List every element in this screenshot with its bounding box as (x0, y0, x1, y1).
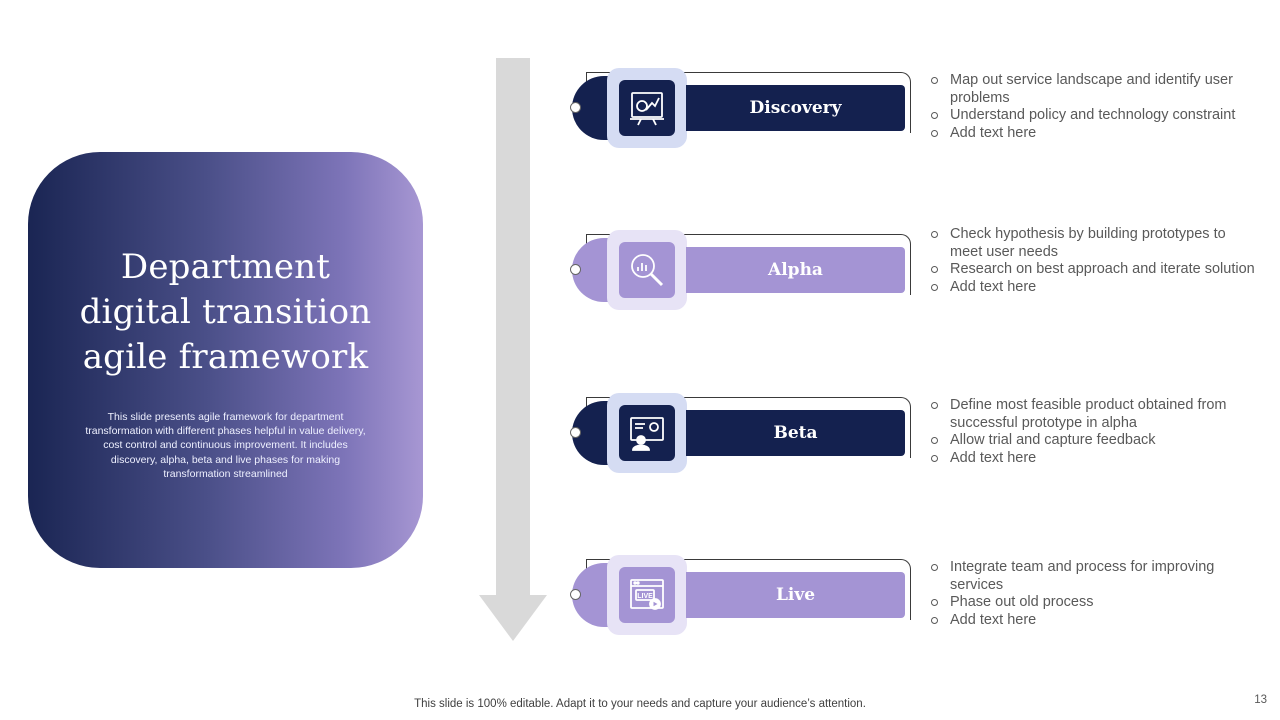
live-browser-icon: LIVE (630, 579, 664, 610)
phase-live-bullets: Integrate team and process for improving… (930, 559, 1260, 629)
slide-description: This slide presents agile framework for … (85, 411, 366, 480)
phase-icon-tile (607, 230, 687, 310)
phase-icon-tile (607, 68, 687, 148)
phase-frame (586, 234, 911, 295)
phase-label: Discovery (686, 85, 905, 131)
timeline-arrow-head (479, 595, 547, 641)
phase-beta-bullets: Define most feasible product obtained fr… (930, 397, 1260, 467)
phase-discovery-bullets: Map out service landscape and identify u… (930, 72, 1260, 142)
timeline-node (570, 102, 581, 113)
phase-alpha: Alpha (570, 224, 915, 314)
bullet-item: Understand policy and technology constra… (930, 107, 1260, 125)
timeline-node (570, 589, 581, 600)
phase-alpha-bullets: Check hypothesis by building prototypes … (930, 226, 1260, 296)
magnifier-chart-icon (631, 254, 664, 287)
phase-label: Alpha (686, 247, 905, 293)
bullet-item: Phase out old process (930, 594, 1260, 612)
bullet-item: Allow trial and capture feedback (930, 432, 1260, 450)
bullet-item: Add text here (930, 612, 1260, 630)
timeline-arrow-shaft (496, 58, 530, 598)
bullet-item: Define most feasible product obtained fr… (930, 397, 1260, 432)
timeline-node (570, 427, 581, 438)
phase-icon-tile: LIVE (607, 555, 687, 635)
bullet-item: Integrate team and process for improving… (930, 559, 1260, 594)
phase-label: Live (686, 572, 905, 618)
bullet-item: Add text here (930, 279, 1260, 297)
phase-live: LIVE Live (570, 549, 915, 639)
phase-discovery: Discovery (570, 62, 915, 152)
phase-icon-tile (607, 393, 687, 473)
page-number: 13 (1254, 694, 1267, 706)
phase-label: Beta (686, 410, 905, 456)
bullet-item: Add text here (930, 450, 1260, 468)
presenter-screen-icon (630, 417, 664, 451)
timeline-node (570, 264, 581, 275)
presentation-board-icon (630, 92, 664, 126)
footer-note: This slide is 100% editable. Adapt it to… (414, 698, 866, 710)
title-panel: Department digital transition agile fram… (28, 152, 423, 568)
phase-frame (586, 397, 911, 458)
slide-title: Department digital transition agile fram… (79, 247, 372, 377)
bullet-item: Map out service landscape and identify u… (930, 72, 1260, 107)
svg-text:LIVE: LIVE (637, 593, 653, 600)
bullet-item: Research on best approach and iterate so… (930, 261, 1260, 279)
phase-frame (586, 72, 911, 133)
bullet-item: Add text here (930, 125, 1260, 143)
phase-beta: Beta (570, 387, 915, 477)
bullet-item: Check hypothesis by building prototypes … (930, 226, 1260, 261)
phase-frame (586, 559, 911, 620)
